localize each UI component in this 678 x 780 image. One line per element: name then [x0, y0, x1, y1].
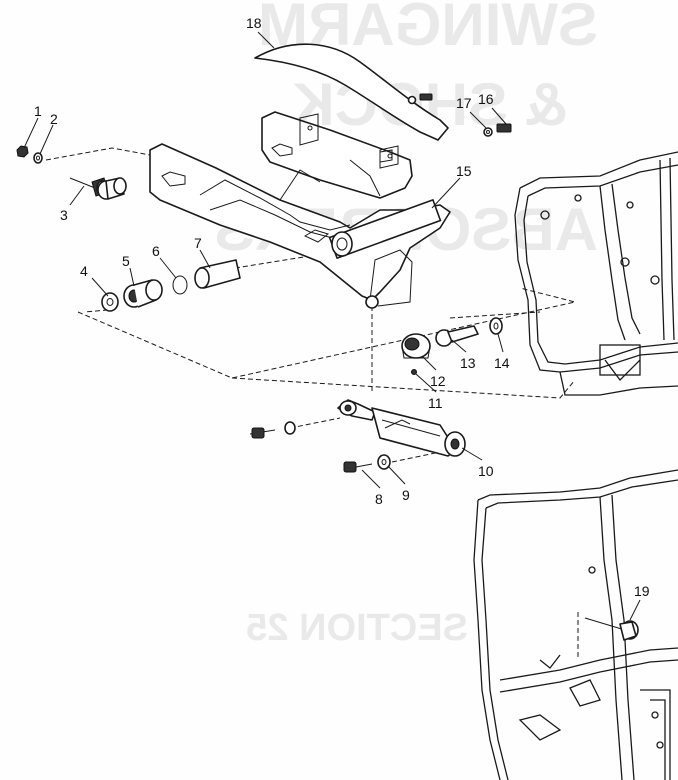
callout-10: 10	[478, 463, 494, 479]
callout-9: 9	[402, 487, 410, 503]
callout-7: 7	[194, 235, 202, 251]
o-ring-6	[172, 275, 188, 295]
nut-1	[16, 145, 29, 158]
callout-11: 11	[428, 395, 443, 411]
motorcycle-frame-upper	[514, 151, 678, 396]
washer-9	[377, 454, 391, 470]
shock-upper-bolt	[249, 421, 296, 439]
callout-2: 2	[50, 111, 58, 127]
screw-16	[496, 123, 512, 133]
sleeve-7	[194, 259, 241, 289]
grease-fitting-11	[411, 369, 417, 375]
callout-16: 16	[478, 91, 494, 107]
callout-8: 8	[375, 491, 383, 507]
bolt-13	[435, 325, 479, 347]
guard-fastener-upper	[407, 93, 433, 105]
callout-6: 6	[152, 243, 160, 259]
swingarm	[149, 111, 451, 309]
callout-15: 15	[456, 163, 472, 179]
callout-18: 18	[246, 15, 262, 31]
washer-2	[33, 152, 43, 164]
callout-leaders	[23, 31, 641, 621]
bushing-12	[401, 333, 431, 359]
plug-19	[619, 620, 639, 641]
callout-13: 13	[460, 355, 476, 371]
washer-4	[101, 292, 119, 312]
callout-14: 14	[494, 355, 510, 371]
callout-19: 19	[634, 583, 650, 599]
motorcycle-frame-lower	[473, 469, 678, 780]
shock-absorber	[337, 399, 466, 457]
background-line-4: SECTION 25	[246, 607, 468, 649]
washer-14	[489, 317, 503, 335]
callout-3: 3	[60, 207, 68, 223]
callout-labels: 1 2 3 4 5 6 7 8 9 10 11 12 13 14 15 16 1…	[34, 15, 650, 599]
bearing-5	[123, 279, 163, 308]
callout-1: 1	[34, 103, 42, 119]
callout-17: 17	[456, 95, 472, 111]
spacer-upper	[97, 177, 127, 200]
bolt-8	[343, 461, 373, 473]
chain-guard	[254, 43, 449, 169]
callout-12: 12	[430, 373, 446, 389]
callout-4: 4	[80, 263, 88, 279]
washer-17	[483, 127, 493, 137]
callout-5: 5	[122, 253, 130, 269]
